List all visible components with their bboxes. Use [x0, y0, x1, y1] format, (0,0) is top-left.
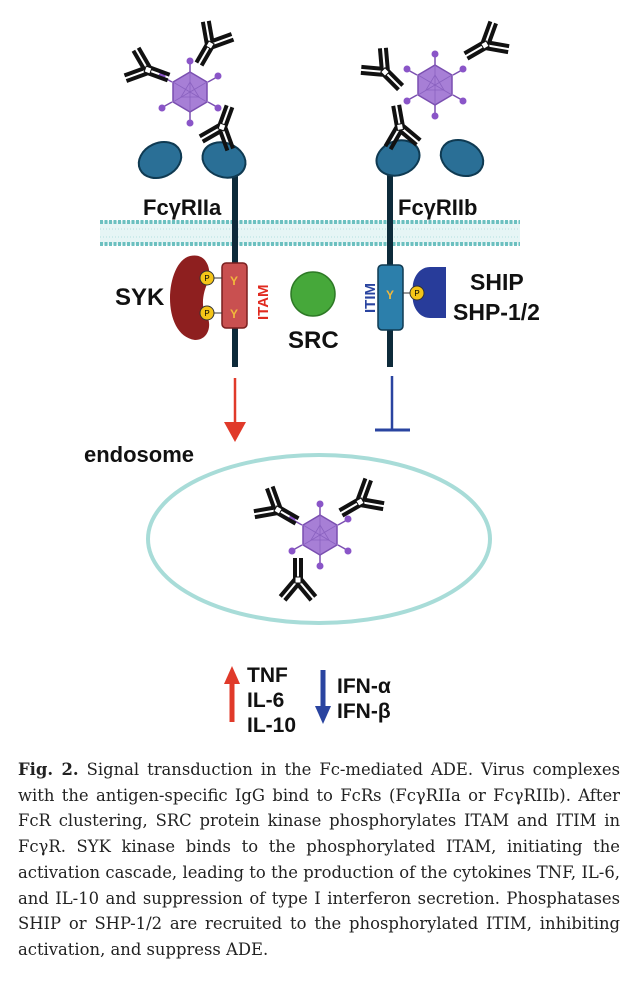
tyrosine-label: Y [230, 307, 238, 321]
cytokine-ifn-beta: IFN-β [337, 700, 391, 723]
ship-label: SHIP [470, 269, 524, 295]
phospho-group: P [403, 285, 425, 301]
fcgriia-receptor: Y Y [137, 141, 248, 367]
cytokine-il10: IL-10 [247, 714, 296, 737]
tyrosine-label: Y [230, 274, 238, 288]
cytokine-tnf: TNF [247, 664, 288, 687]
fcgriib-receptor: Y [375, 139, 485, 367]
figure-label: Fig. 2. [18, 760, 79, 779]
figure-caption: Fig. 2. Signal transduction in the Fc-me… [18, 757, 620, 963]
internalized-virus-complex [249, 474, 389, 603]
phospho-group: P P [199, 270, 222, 321]
ade-signaling-diagram: Y Y FcγRIIa ITAM P P SYK SRC Y FcγRIIb I… [84, 16, 540, 737]
itam-label: ITAM [255, 284, 272, 320]
upregulation-arrow [224, 666, 240, 722]
cytokine-ifn-alpha: IFN-α [337, 675, 391, 698]
activation-arrow [224, 378, 246, 442]
tyrosine-label: Y [386, 288, 394, 302]
src-label: SRC [288, 327, 339, 354]
endosome [146, 453, 492, 625]
syk-kinase [170, 255, 210, 340]
cell-membrane [100, 220, 520, 246]
phospho-label: P [414, 289, 419, 298]
virus-antibody-complex [355, 17, 514, 153]
receptor-b-label: FcγRIIb [398, 195, 477, 220]
shp-label: SHP-1/2 [453, 299, 540, 325]
downregulation-arrow [315, 670, 331, 724]
receptor-a-label: FcγRIIa [143, 195, 222, 220]
virus-antibody-complex [120, 16, 249, 155]
itim-label: ITIM [362, 283, 379, 313]
syk-label: SYK [115, 284, 165, 311]
phospho-label: P [204, 274, 209, 283]
cytokine-il6: IL-6 [247, 689, 284, 712]
endosome-label: endosome [84, 442, 194, 467]
phospho-label: P [204, 309, 209, 318]
src-kinase [290, 271, 336, 317]
inhibition-symbol [375, 376, 410, 432]
caption-text: Signal transduction in the Fc-mediated A… [18, 760, 620, 959]
ship-phosphatase [412, 267, 446, 318]
